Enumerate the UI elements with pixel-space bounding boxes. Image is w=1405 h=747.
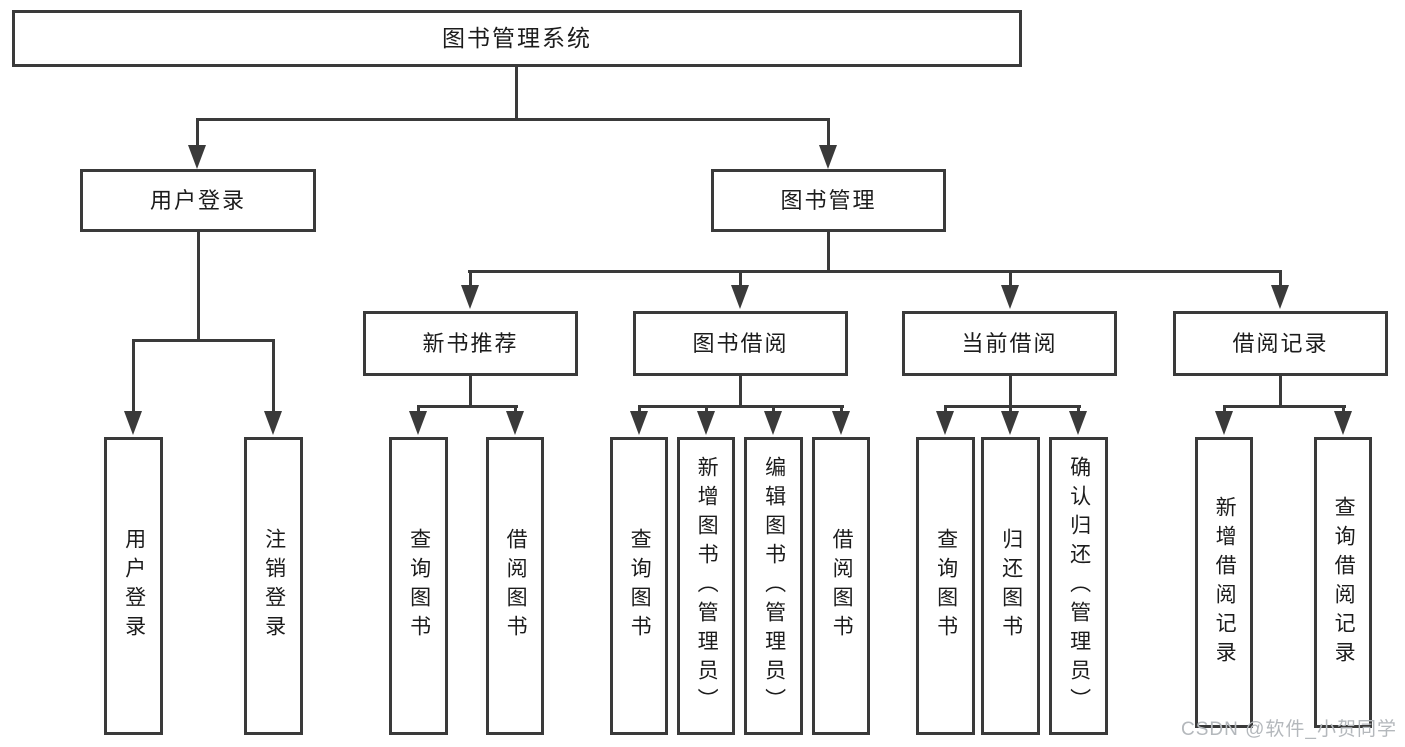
node-query-borrow-record: 查询借阅记录 [1314, 437, 1372, 728]
connector-line [1223, 405, 1226, 415]
connector-line [1279, 374, 1282, 408]
node-label: 用户登录 [149, 187, 246, 213]
node-label: 查询借阅记录 [1332, 495, 1356, 670]
arrowhead-icon [1069, 411, 1087, 435]
arrowhead-icon [697, 411, 715, 435]
connector-line [827, 230, 830, 273]
node-label: 新增借阅记录 [1213, 495, 1237, 670]
connector-line [196, 118, 199, 148]
node-book-borrowing: 图书借阅 [633, 311, 848, 376]
node-borrow-books-borrowing: 借阅图书 [812, 437, 870, 735]
node-library-management-system: 图书管理系统 [12, 10, 1022, 67]
node-label: 借阅记录 [1232, 330, 1329, 356]
connector-line [515, 67, 518, 120]
connector-line [469, 374, 472, 408]
connector-line [272, 339, 275, 413]
connector-line [638, 405, 844, 408]
node-logout-action: 注销登录 [244, 437, 303, 735]
connector-line [772, 405, 775, 415]
node-label: 新书推荐 [422, 330, 519, 356]
node-label: 归还图书 [999, 528, 1023, 644]
node-label: 新增图书（管理员） [695, 455, 719, 717]
node-label: 图书管理系统 [442, 25, 592, 51]
connector-line [132, 339, 275, 342]
arrowhead-icon [630, 411, 648, 435]
connector-line [1223, 405, 1346, 408]
node-label: 借阅图书 [830, 528, 854, 644]
connector-line [944, 405, 947, 415]
node-label: 图书管理 [780, 187, 877, 213]
arrowhead-icon [832, 411, 850, 435]
node-query-books-current: 查询图书 [916, 437, 975, 735]
connector-line [827, 118, 830, 148]
node-return-books: 归还图书 [981, 437, 1040, 735]
arrowhead-icon [1334, 411, 1352, 435]
node-label: 查询图书 [628, 528, 652, 644]
arrowhead-icon [1001, 411, 1019, 435]
node-confirm-return-admin: 确认归还（管理员） [1049, 437, 1108, 735]
connector-line [1009, 374, 1012, 408]
arrowhead-icon [819, 145, 837, 169]
node-user-login-action: 用户登录 [104, 437, 163, 735]
node-add-book-admin: 新增图书（管理员） [677, 437, 735, 735]
arrowhead-icon [1271, 285, 1289, 309]
arrowhead-icon [1001, 285, 1019, 309]
connector-line [197, 230, 200, 342]
node-borrowing-records: 借阅记录 [1173, 311, 1388, 376]
connector-line [739, 374, 742, 408]
node-book-management: 图书管理 [711, 169, 946, 232]
node-label: 注销登录 [262, 528, 286, 644]
node-new-book-recommendation: 新书推荐 [363, 311, 578, 376]
arrowhead-icon [188, 145, 206, 169]
connector-line [1009, 270, 1012, 288]
node-edit-book-admin: 编辑图书（管理员） [744, 437, 803, 735]
arrowhead-icon [124, 411, 142, 435]
connector-line [1009, 405, 1012, 415]
connector-line [132, 339, 135, 413]
connector-line [739, 270, 742, 288]
arrowhead-icon [731, 285, 749, 309]
node-current-borrowing: 当前借阅 [902, 311, 1117, 376]
node-label: 当前借阅 [961, 330, 1058, 356]
connector-line [638, 405, 641, 415]
node-label: 借阅图书 [504, 528, 528, 644]
node-borrow-books-recommend: 借阅图书 [486, 437, 544, 735]
node-label: 查询图书 [407, 528, 431, 644]
arrowhead-icon [461, 285, 479, 309]
connector-line [705, 405, 708, 415]
node-label: 查询图书 [934, 528, 958, 644]
connector-line [196, 118, 830, 121]
connector-line [417, 405, 518, 408]
watermark-text: CSDN @软件_小贺同学 [1181, 719, 1397, 740]
connector-line [1342, 405, 1345, 415]
node-user-login: 用户登录 [80, 169, 316, 232]
node-label: 图书借阅 [692, 330, 789, 356]
node-label: 编辑图书（管理员） [762, 455, 786, 717]
connector-line [469, 270, 472, 288]
arrowhead-icon [936, 411, 954, 435]
node-label: 用户登录 [122, 528, 146, 644]
connector-line [1279, 270, 1282, 288]
node-query-books-borrowing: 查询图书 [610, 437, 668, 735]
connector-line [944, 405, 1081, 408]
connector-line [840, 405, 843, 415]
node-query-books-recommend: 查询图书 [389, 437, 448, 735]
connector-line [468, 270, 1282, 273]
arrowhead-icon [264, 411, 282, 435]
arrowhead-icon [764, 411, 782, 435]
node-add-borrow-record: 新增借阅记录 [1195, 437, 1253, 728]
arrowhead-icon [409, 411, 427, 435]
arrowhead-icon [506, 411, 524, 435]
node-label: 确认归还（管理员） [1067, 455, 1091, 717]
arrowhead-icon [1215, 411, 1233, 435]
connector-line [514, 405, 517, 415]
connector-line [417, 405, 420, 415]
connector-line [1077, 405, 1080, 415]
